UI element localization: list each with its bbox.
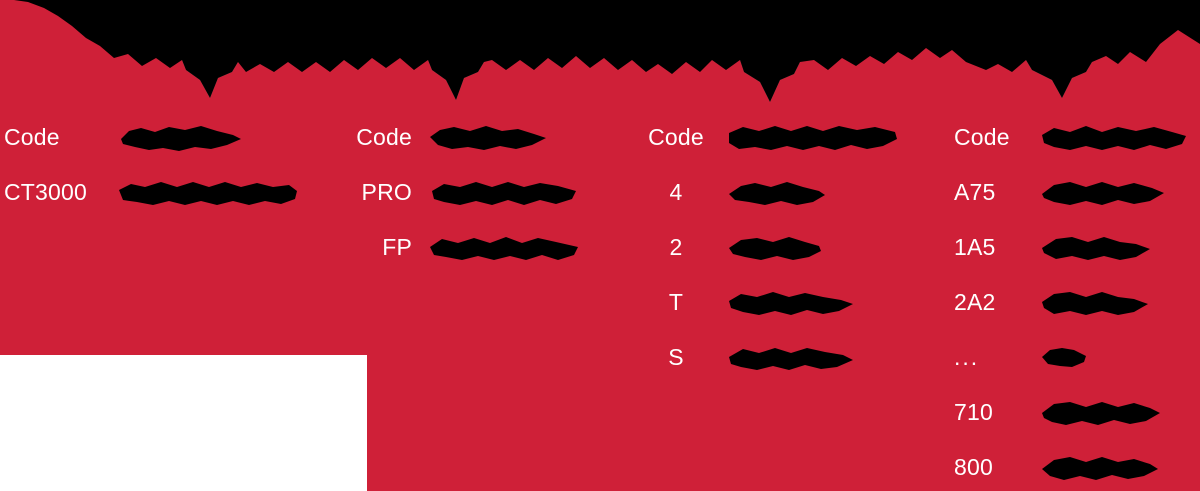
table-row[interactable]: CT3000: [0, 165, 320, 220]
table-row[interactable]: 1A5: [950, 220, 1200, 275]
code-value: S: [668, 344, 684, 370]
table-row[interactable]: T: [641, 275, 941, 330]
column-1-header-row: Code: [0, 110, 320, 165]
redacted-value: [727, 343, 853, 373]
redacted-value: [727, 233, 821, 263]
code-value: CT3000: [4, 179, 88, 205]
table-row[interactable]: A75: [950, 165, 1200, 220]
code-value: FP: [382, 234, 412, 260]
table-row[interactable]: FP: [332, 220, 632, 275]
column-4-header-label: Code: [954, 124, 1010, 150]
redacted-value: [428, 178, 576, 208]
redacted-value: [727, 178, 825, 208]
table-row[interactable]: ...: [950, 330, 1200, 385]
redacted-value: [1040, 178, 1164, 208]
table-row[interactable]: 2A2: [950, 275, 1200, 330]
table-row[interactable]: 800: [950, 440, 1200, 491]
code-value: 1A5: [954, 234, 996, 260]
table-row[interactable]: S: [641, 330, 941, 385]
column-2-header-row: Code: [332, 110, 632, 165]
column-2-header-label: Code: [356, 124, 412, 150]
code-column-3: Code 4 2: [641, 110, 941, 385]
code-value: PRO: [361, 179, 412, 205]
code-value: T: [668, 289, 684, 315]
redacted-value: [115, 178, 297, 208]
column-1-header-redacted-value: [115, 123, 241, 153]
column-3-header-label: Code: [648, 124, 704, 150]
column-2-header-redacted-value: [428, 123, 546, 153]
column-1-header-label: Code: [4, 124, 60, 150]
code-value: 800: [954, 454, 993, 480]
redacted-value: [428, 233, 578, 263]
code-column-1: Code CT3000: [0, 110, 320, 220]
column-3-header-row: Code: [641, 110, 941, 165]
redacted-value: [1040, 288, 1148, 318]
column-4-header-redacted-value: [1040, 123, 1186, 153]
white-cutout-region: [0, 355, 367, 491]
code-value: A75: [954, 179, 996, 205]
redacted-value: [1040, 343, 1088, 373]
column-4-header-row: Code: [950, 110, 1200, 165]
code-column-4: Code A75 1A5: [950, 110, 1200, 491]
code-value: 710: [954, 399, 993, 425]
code-value: 2A2: [954, 289, 996, 315]
code-value: 4: [669, 179, 683, 205]
table-row[interactable]: 710: [950, 385, 1200, 440]
redacted-value: [1040, 453, 1158, 483]
code-column-2: Code PRO FP: [332, 110, 632, 275]
redacted-value: [727, 288, 853, 318]
table-row[interactable]: 2: [641, 220, 941, 275]
table-row[interactable]: 4: [641, 165, 941, 220]
table-row[interactable]: PRO: [332, 165, 632, 220]
redacted-value: [1040, 398, 1160, 428]
column-3-header-redacted-value: [727, 123, 897, 153]
redacted-value: [1040, 233, 1150, 263]
code-value: 2: [669, 234, 683, 260]
code-value: ...: [954, 344, 980, 370]
